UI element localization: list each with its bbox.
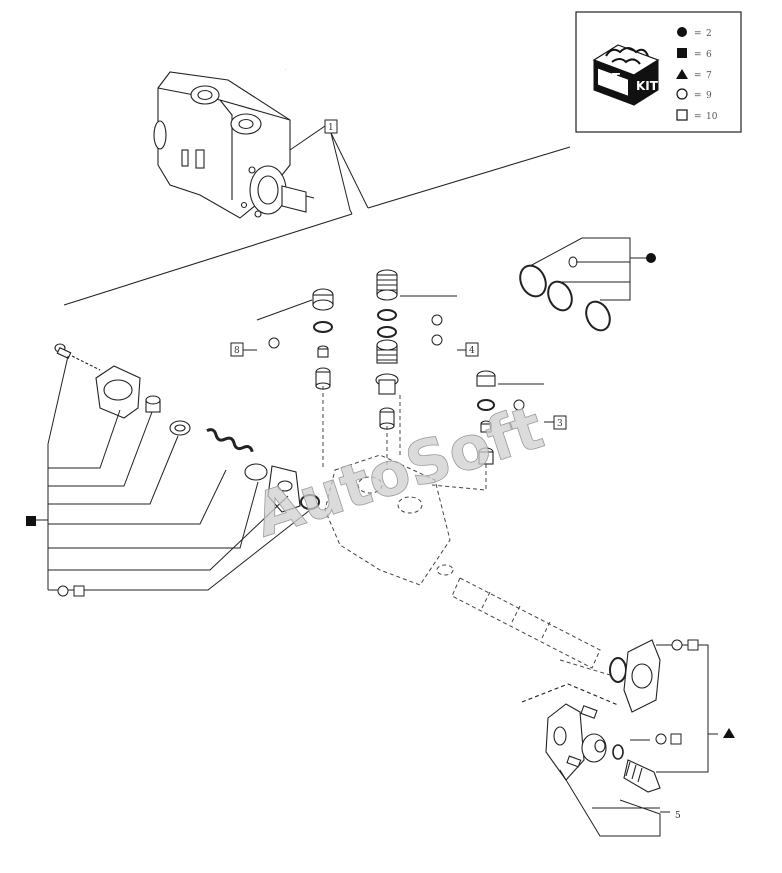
open-circle-icon: [431, 334, 443, 346]
open-square-icon: [676, 109, 688, 121]
callout-4: 4: [400, 295, 479, 357]
open-circle-icon: [57, 585, 69, 597]
plug-group-right: [476, 370, 496, 465]
open-circle-icon: [671, 639, 683, 651]
callout-label: 3: [557, 419, 563, 429]
kit-label-right: KIT: [636, 79, 659, 93]
open-circle-icon: [513, 399, 525, 411]
legend-value: 6: [706, 50, 712, 60]
valve-housing-dashed: [322, 386, 611, 676]
plug-group-left: [312, 288, 334, 390]
filled-circle-icon: [646, 253, 656, 263]
dot-mark: .: [285, 66, 286, 71]
valve-assembly-top: [153, 71, 315, 219]
callout-label: 4: [469, 346, 475, 356]
parts-bottom-right: [521, 639, 661, 793]
filled-square-icon: [677, 48, 687, 58]
legend-value: 2: [706, 29, 712, 39]
callout-3: 3: [498, 383, 567, 430]
legend-row-filled-triangle: = 7: [676, 69, 712, 81]
filled-square-icon: [26, 516, 36, 526]
filled-triangle-icon: [676, 69, 688, 79]
svg-text:=: =: [694, 91, 702, 101]
legend-row-filled-circle: = 2: [677, 27, 712, 39]
svg-text:=: =: [694, 29, 702, 39]
legend-value: 9: [706, 91, 712, 101]
watermark-text: AutoSoft: [246, 393, 551, 552]
kit-legend: KIT KIT = 2 = 6 = 7 = 9 = 10: [575, 11, 742, 133]
valve-stack-center: [375, 269, 399, 430]
legend-row-filled-square: = 6: [677, 48, 712, 60]
callout-label: 8: [234, 346, 240, 356]
parts-left-exploded: [54, 343, 320, 513]
svg-text:=: =: [694, 112, 702, 122]
open-circle-icon: [268, 337, 280, 349]
open-square-icon: [73, 585, 85, 597]
o-ring-group: [519, 256, 611, 332]
callout-1: 1: [289, 119, 369, 215]
svg-text:=: =: [694, 50, 702, 60]
open-circle-icon: [655, 733, 667, 745]
kit-box-icon: KIT KIT: [592, 44, 660, 106]
separator-line: [367, 146, 571, 209]
legend-value: 7: [706, 71, 712, 81]
legend-row-open-circle: = 9: [676, 88, 712, 101]
separator-line: [63, 213, 353, 306]
open-square-icon: [687, 639, 699, 651]
callout-label: 1: [328, 123, 334, 133]
filled-triangle-icon: [723, 728, 735, 738]
callout-8: 8: [230, 299, 313, 357]
legend-value: 10: [706, 112, 718, 122]
filled-circle-icon: [677, 27, 687, 37]
left-leaders: [36, 355, 311, 591]
open-square-icon: [670, 733, 682, 745]
open-circle-icon: [431, 314, 443, 326]
callout-label-5: 5: [675, 811, 681, 821]
legend-row-open-square: = 10: [676, 109, 718, 122]
svg-text:=: =: [694, 71, 702, 81]
kit-label-left: KIT: [598, 71, 621, 85]
open-circle-icon: [676, 88, 688, 100]
o-ring-leaders: [529, 237, 648, 301]
